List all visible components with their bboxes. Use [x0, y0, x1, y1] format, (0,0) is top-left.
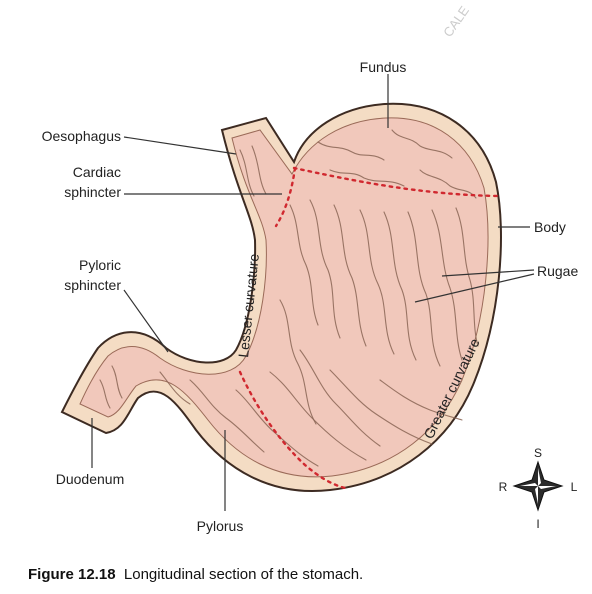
- label-rugae: Rugae: [537, 263, 578, 279]
- cardiac-dotted-line: [274, 166, 297, 228]
- label-pyloric-line1: Pyloric: [79, 257, 121, 273]
- label-pyloric-line2: sphincter: [64, 277, 121, 293]
- figure-number: Figure 12.18: [28, 566, 116, 583]
- rugae-folds: [99, 129, 479, 467]
- compass-left: L: [571, 480, 578, 494]
- compass-star-icon: [512, 460, 564, 512]
- orientation-compass: S I R L: [499, 446, 578, 531]
- label-cardiac-line2: sphincter: [64, 184, 121, 200]
- label-fundus: Fundus: [360, 59, 407, 75]
- leader-lines: [91, 74, 535, 511]
- stomach-inner-lining: [79, 117, 489, 478]
- compass-superior: S: [534, 446, 542, 460]
- compass-inferior: I: [536, 517, 539, 531]
- fundus-body-dotted-line: [292, 166, 502, 198]
- figure-title: Longitudinal section of the stomach.: [123, 566, 364, 583]
- label-pylorus: Pylorus: [197, 518, 244, 534]
- watermark-text: CALE: [440, 3, 472, 40]
- figure-caption: Figure 12.18 Longitudinal section of the…: [28, 566, 363, 583]
- label-body: Body: [534, 219, 566, 235]
- pylorus-body-dotted-line: [238, 370, 347, 490]
- label-cardiac-line1: Cardiac: [73, 164, 121, 180]
- label-oesophagus: Oesophagus: [42, 128, 121, 144]
- label-duodenum: Duodenum: [56, 471, 125, 487]
- compass-right: R: [499, 480, 508, 494]
